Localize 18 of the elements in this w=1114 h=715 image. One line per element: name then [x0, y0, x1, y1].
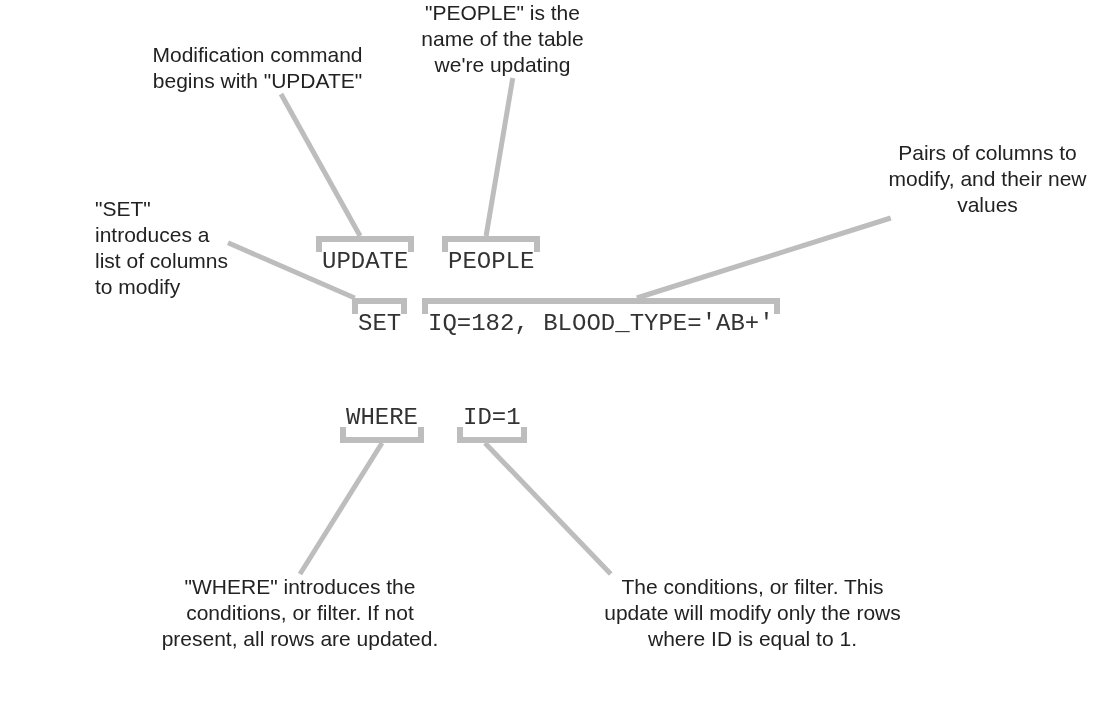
bracketed-code: ID=1	[457, 392, 527, 443]
bracketed-code: IQ=182, BLOOD_TYPE='AB+'	[422, 298, 780, 349]
bracketed-code: UPDATE	[316, 236, 415, 287]
leader-line	[227, 240, 356, 301]
leader-line	[483, 77, 516, 237]
leader-line	[297, 441, 385, 576]
leader-line	[278, 92, 363, 238]
callout-text: The conditions, or filter. This update will modify only the rows where ID is equal to 1.	[595, 574, 910, 652]
bracketed-code: PEOPLE	[442, 236, 541, 287]
callout-text: "WHERE" introduces the conditions, or filter. If not present, all rows are updated.	[150, 574, 450, 652]
leader-line	[636, 215, 892, 301]
leader-line	[483, 441, 613, 576]
bracketed-code: WHERE	[340, 392, 424, 443]
callout-text: "SET" introduces a list of columns to modify	[95, 196, 235, 300]
callout-text: "PEOPLE" is the name of the table we're updating	[400, 0, 605, 78]
callout-text: Pairs of columns to modify, and their new values	[880, 140, 1095, 218]
bracketed-code: SET	[352, 298, 408, 349]
callout-text: Modification command begins with "UPDATE"	[140, 42, 375, 94]
